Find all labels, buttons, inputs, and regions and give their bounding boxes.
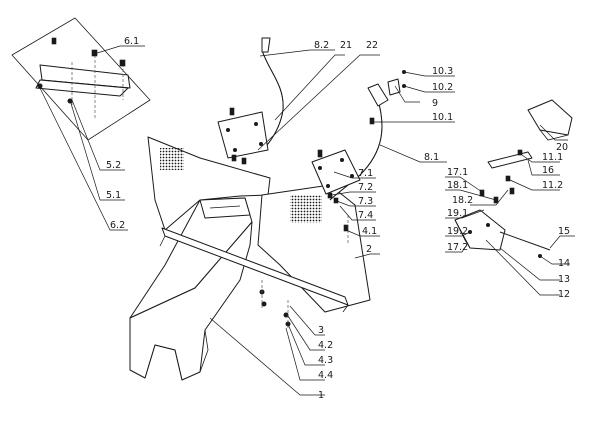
inset-frame <box>11 17 151 141</box>
label-10-3: 10.3 <box>432 66 453 77</box>
label-7-1: 7.1 <box>358 168 373 179</box>
label-16: 16 <box>542 165 554 176</box>
inset-bolt <box>119 59 126 67</box>
fasteners <box>229 70 406 330</box>
handle-left <box>217 37 284 159</box>
left-panel-perforations <box>160 148 184 170</box>
rail <box>159 227 349 313</box>
label-6-2: 6.2 <box>110 220 125 231</box>
callout-labels: 6.1 5.2 5.1 6.2 8.2 21 22 10.3 10.2 9 10… <box>106 36 570 401</box>
label-4-4: 4.4 <box>318 370 333 381</box>
label-8-2: 8.2 <box>314 40 329 51</box>
inset-bolt <box>51 37 57 45</box>
mount-plate-left <box>217 111 269 159</box>
label-7-3: 7.3 <box>358 196 373 207</box>
label-19-2: 19.2 <box>447 226 468 237</box>
part-16-bar <box>487 151 533 169</box>
label-5-1: 5.1 <box>106 190 121 201</box>
label-6-1: 6.1 <box>124 36 139 47</box>
label-17-1: 17.1 <box>447 167 468 178</box>
label-1: 1 <box>318 390 324 401</box>
handle-left-end <box>261 37 271 53</box>
label-10-2: 10.2 <box>432 82 453 93</box>
label-5-2: 5.2 <box>106 160 121 171</box>
mount-plate-right <box>311 149 361 195</box>
handle-right <box>311 83 389 201</box>
label-21: 21 <box>340 40 352 51</box>
right-panel-perforations <box>290 195 322 223</box>
label-4-2: 4.2 <box>318 340 333 351</box>
label-13: 13 <box>558 274 570 285</box>
label-11-1: 11.1 <box>542 152 563 163</box>
label-14: 14 <box>558 258 570 269</box>
label-18-2: 18.2 <box>452 195 473 206</box>
main-housing <box>129 197 253 381</box>
inset-washer <box>37 83 43 89</box>
label-7-4: 7.4 <box>358 210 373 221</box>
inset-bracket-flange <box>35 79 129 97</box>
housing-mouth <box>199 197 251 219</box>
label-17-2: 17.2 <box>447 242 468 253</box>
left-panel <box>147 136 271 231</box>
label-7-2: 7.2 <box>358 182 373 193</box>
label-18-1: 18.1 <box>447 180 468 191</box>
label-8-1: 8.1 <box>424 152 439 163</box>
label-4-3: 4.3 <box>318 355 333 366</box>
label-10-1: 10.1 <box>432 112 453 123</box>
label-19-1: 19.1 <box>447 208 468 219</box>
right-panel <box>257 184 371 313</box>
part-15-rod <box>499 231 551 251</box>
label-20: 20 <box>556 142 568 153</box>
label-2: 2 <box>366 244 372 255</box>
label-3: 3 <box>318 325 324 336</box>
label-22: 22 <box>366 40 378 51</box>
label-12: 12 <box>558 289 570 300</box>
leader-lines <box>39 45 575 396</box>
inset-detail <box>11 17 151 141</box>
label-4-1: 4.1 <box>362 226 377 237</box>
label-11-2: 11.2 <box>542 180 563 191</box>
label-9: 9 <box>432 98 438 109</box>
part-20-cover <box>527 99 573 136</box>
handle-right-end <box>367 83 389 107</box>
clip-9 <box>387 78 401 96</box>
right-subassembly <box>454 99 573 258</box>
label-15: 15 <box>558 226 570 237</box>
